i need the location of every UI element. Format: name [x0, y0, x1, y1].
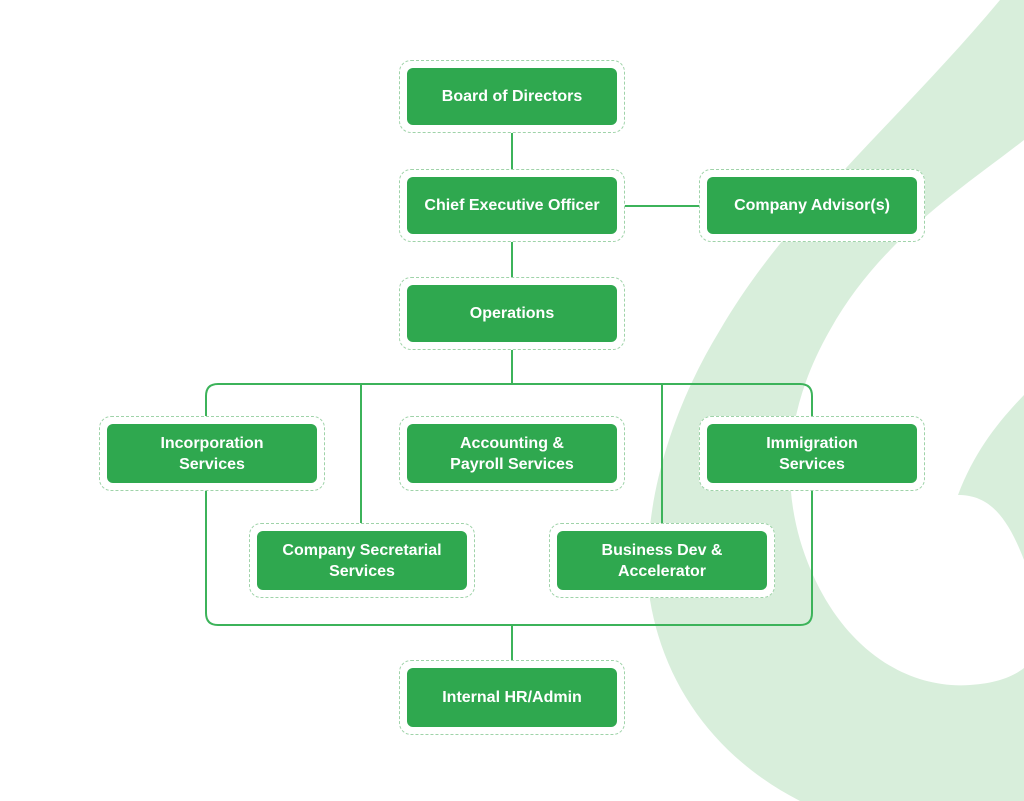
- swirl-shape: [647, 0, 1024, 801]
- node-operations: Operations: [399, 277, 625, 350]
- node-chief-executive-officer: Chief Executive Officer: [399, 169, 625, 242]
- immigration-services-box[interactable]: Immigration Services: [707, 424, 917, 483]
- company-advisors-box[interactable]: Company Advisor(s): [707, 177, 917, 234]
- business-dev-accelerator-box[interactable]: Business Dev & Accelerator: [557, 531, 767, 590]
- connector-department-frame: [205, 383, 813, 626]
- node-board-of-directors: Board of Directors: [399, 60, 625, 133]
- internal-hr-admin-box[interactable]: Internal HR/Admin: [407, 668, 617, 727]
- node-immigration-services: Immigration Services: [699, 416, 925, 491]
- operations-box[interactable]: Operations: [407, 285, 617, 342]
- incorporation-services-box[interactable]: Incorporation Services: [107, 424, 317, 483]
- node-business-dev-accelerator: Business Dev & Accelerator: [549, 523, 775, 598]
- board-of-directors-box[interactable]: Board of Directors: [407, 68, 617, 125]
- node-incorporation-services: Incorporation Services: [99, 416, 325, 491]
- node-accounting-payroll-services: Accounting & Payroll Services: [399, 416, 625, 491]
- node-internal-hr-admin: Internal HR/Admin: [399, 660, 625, 735]
- node-company-advisors: Company Advisor(s): [699, 169, 925, 242]
- node-company-secretarial-services: Company Secretarial Services: [249, 523, 475, 598]
- chief-executive-officer-box[interactable]: Chief Executive Officer: [407, 177, 617, 234]
- company-secretarial-services-box[interactable]: Company Secretarial Services: [257, 531, 467, 590]
- accounting-payroll-services-box[interactable]: Accounting & Payroll Services: [407, 424, 617, 483]
